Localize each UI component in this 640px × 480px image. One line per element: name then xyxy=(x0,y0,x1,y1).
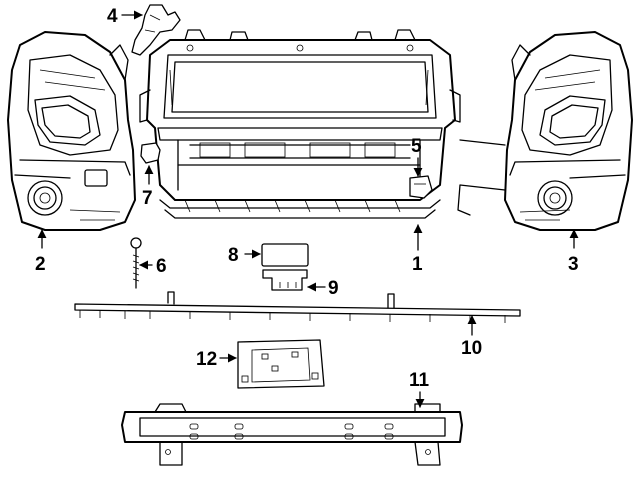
part-clip-5 xyxy=(409,175,433,199)
callout-4: 4 xyxy=(107,6,118,27)
part-left-headlamp xyxy=(7,31,136,231)
callout-5: 5 xyxy=(411,136,422,157)
callout-11: 11 xyxy=(409,370,430,391)
callout-2: 2 xyxy=(35,254,46,275)
callout-1: 1 xyxy=(412,254,423,275)
part-cap xyxy=(140,142,161,164)
callout-12: 12 xyxy=(196,349,217,370)
callout-8: 8 xyxy=(228,245,239,266)
callout-labels: 1 2 3 4 5 6 7 8 9 10 11 12 xyxy=(35,6,579,391)
callout-3: 3 xyxy=(568,254,579,275)
part-small-bracket xyxy=(262,269,308,291)
callout-7: 7 xyxy=(142,188,153,209)
callout-10: 10 xyxy=(461,338,482,359)
part-bolt xyxy=(130,237,142,289)
part-license-bracket xyxy=(237,339,325,389)
callout-6: 6 xyxy=(156,256,167,277)
part-air-deflector xyxy=(74,291,521,323)
part-label-plate xyxy=(261,243,309,267)
leader-lines xyxy=(37,10,579,408)
callout-9: 9 xyxy=(328,278,339,299)
part-right-headlamp xyxy=(457,31,633,231)
part-bumper-beam xyxy=(121,403,463,466)
part-bracket xyxy=(131,4,181,56)
